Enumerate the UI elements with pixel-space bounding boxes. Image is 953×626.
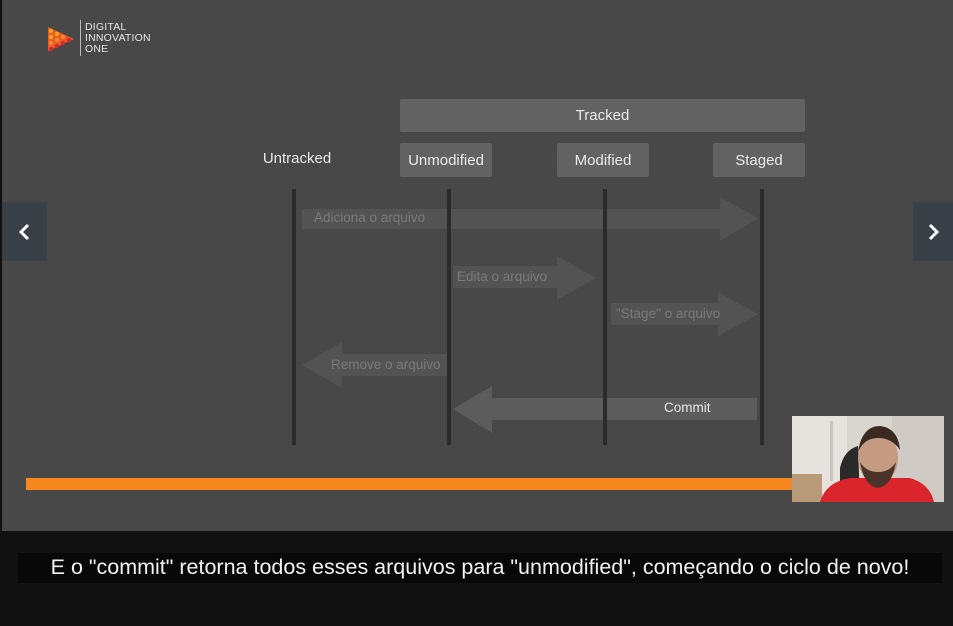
logo-icon — [48, 27, 74, 52]
chevron-left-icon — [18, 223, 29, 240]
edit-arrow — [453, 256, 596, 300]
logo-text: DIGITAL INNOVATION ONE — [85, 22, 175, 55]
next-slide-button[interactable] — [913, 202, 953, 261]
subtitle-caption: E o "commit" retorna todos esses arquivo… — [18, 553, 942, 583]
add-label: Adiciona o arquivo — [314, 210, 426, 225]
commit-label: Commit — [664, 400, 711, 415]
lifeline-untracked — [292, 189, 296, 445]
logo-line-3: ONE — [85, 43, 109, 55]
slide: DIGITAL INNOVATION ONE Tracked Untracked… — [2, 0, 953, 531]
chevron-right-icon — [928, 223, 940, 240]
progress-bar — [26, 478, 796, 490]
state-untracked: Untracked — [262, 150, 332, 167]
logo-divider — [80, 20, 81, 56]
add-arrow — [302, 197, 758, 241]
stage-arrow — [611, 292, 758, 336]
edit-label: Edita o arquivo — [457, 269, 548, 284]
presenter-webcam — [792, 416, 944, 502]
tracked-group-label: Tracked — [400, 99, 805, 132]
logo-line-1: DIGITAL — [85, 21, 127, 33]
remove-label: Remove o arquivo — [331, 357, 441, 372]
lifeline-staged — [760, 189, 764, 445]
lifeline-modified — [603, 189, 607, 445]
stage-label: "Stage" o arquivo — [616, 306, 721, 321]
logo-line-2: INNOVATION — [85, 32, 151, 44]
remove-arrow — [302, 342, 448, 388]
presenter-image — [792, 416, 944, 502]
lifeline-unmodified — [447, 189, 451, 445]
prev-slide-button[interactable] — [2, 202, 47, 261]
state-modified: Modified — [557, 143, 649, 177]
state-staged: Staged — [713, 143, 805, 177]
state-unmodified: Unmodified — [400, 143, 492, 177]
